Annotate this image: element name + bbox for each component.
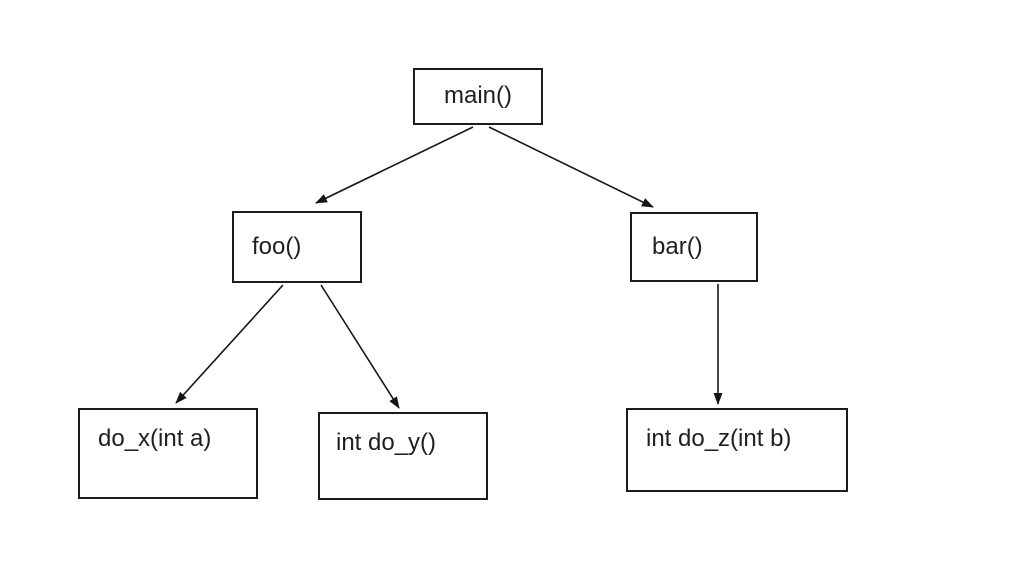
node-main: main() — [413, 68, 543, 125]
node-bar-label: bar() — [652, 232, 703, 260]
edge-foo-to-do_x-arrow — [175, 284, 284, 404]
node-foo-label: foo() — [252, 232, 302, 260]
node-main-label: main() — [443, 82, 512, 110]
node-do_y-label: int do_y() — [336, 429, 437, 456]
edge-foo-to-do_y-arrow — [320, 284, 400, 409]
node-do_x: do_x(int a) — [78, 408, 258, 499]
node-foo: foo() — [232, 211, 362, 283]
node-do_z-label: int do_z(int b) — [646, 425, 792, 452]
edge-main-to-foo-arrow — [315, 126, 474, 204]
node-do_y: int do_y() — [318, 412, 488, 500]
node-do_z: int do_z(int b) — [626, 408, 848, 492]
node-bar: bar() — [630, 212, 758, 282]
node-do_x-label: do_x(int a) — [98, 425, 212, 452]
edge-main-to-bar-arrow — [488, 126, 654, 208]
